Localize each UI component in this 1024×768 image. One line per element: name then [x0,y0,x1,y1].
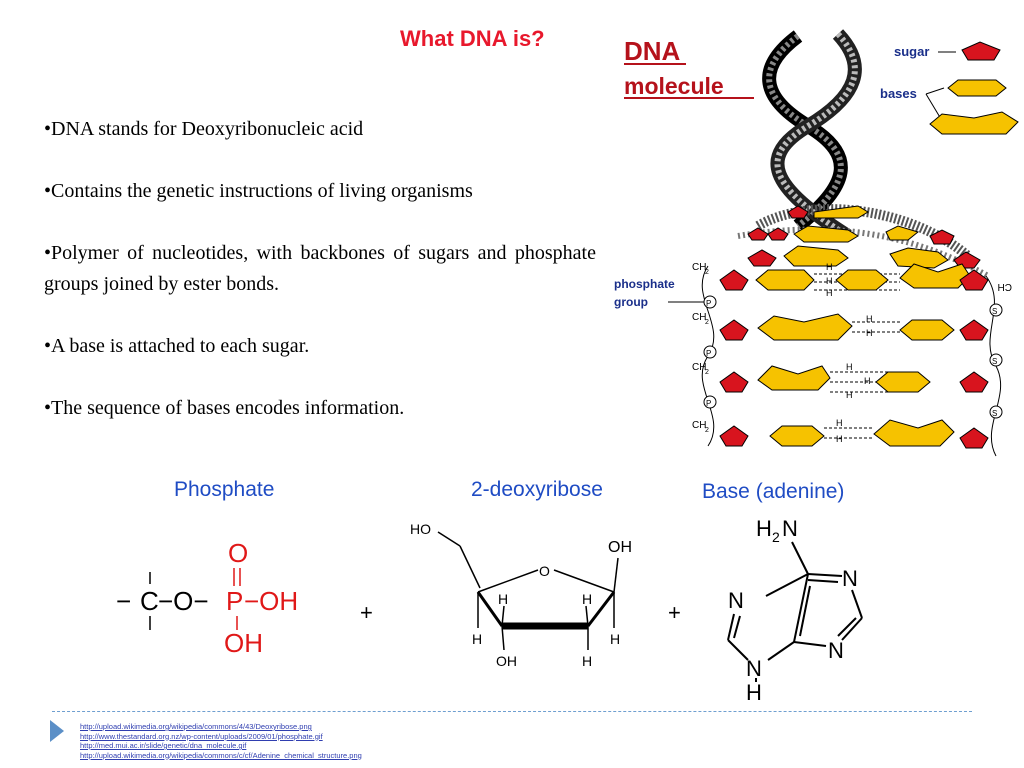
svg-text:2: 2 [772,529,780,545]
svg-text:2: 2 [705,427,709,434]
svg-text:S: S [992,307,997,316]
svg-text:2: 2 [705,369,709,376]
svg-text:H: H [756,516,772,541]
svg-text:O: O [539,563,550,579]
svg-text:C: C [140,586,159,616]
bullet-item: •Polymer of nucleotides, with backbones … [44,242,596,295]
bullet-item: •A base is attached to each sugar. [44,335,310,357]
svg-text:OH: OH [224,628,263,658]
svg-text:P: P [706,399,711,408]
base-pair-row: CH2 H H H P S [692,353,1003,409]
plus-sign: + [668,600,681,625]
svg-text:CH: CH [692,312,706,323]
svg-text:H: H [826,262,833,272]
base-legend-shape-small [947,79,1007,97]
bullet-item: •The sequence of bases encodes informati… [44,397,405,419]
reference-link[interactable]: http://med.mui.ac.ir/slide/genetic/dna_m… [80,741,247,750]
svg-text:P: P [706,349,711,358]
bullet-list: •DNA stands for Deoxyribonucleic acid •C… [44,114,596,455]
svg-text:CH: CH [692,420,706,431]
svg-text:H: H [498,591,508,607]
svg-text:H: H [864,376,871,386]
bullet-item: •DNA stands for Deoxyribonucleic acid [44,118,364,140]
svg-text:N: N [728,588,744,613]
svg-text:H: H [582,591,592,607]
svg-text:H: H [866,314,873,324]
legend-sugar-label: sugar [894,44,929,59]
upper-rungs [747,205,981,269]
svg-text:−: − [116,586,131,616]
svg-text:S: S [992,357,997,366]
svg-text:OH: OH [608,539,632,556]
svg-text:H: H [582,653,592,669]
reference-link[interactable]: http://upload.wikimedia.org/wikipedia/co… [80,722,312,731]
reference-link[interactable]: http://www.thestandard.org.nz/wp-content… [80,731,323,741]
svg-text:H: H [866,328,873,338]
deoxyribose-structure: HO O OH H H OH H H H [410,521,632,669]
svg-text:N: N [746,656,762,681]
phosphate-label: Phosphate [174,478,275,501]
base-pair-row: CH2 H H H P CH [692,262,1012,309]
phosphate-structure: − C −O− O P −OH OH [116,540,298,658]
svg-text:N: N [842,566,858,591]
svg-text:H: H [826,288,833,298]
svg-text:CH: CH [998,281,1012,292]
reference-link[interactable]: http://upload.wikimedia.org/wikipedia/co… [80,750,362,760]
svg-text:O: O [228,540,248,568]
dna-title-line2: molecule [624,73,724,99]
svg-text:H: H [846,362,853,372]
phosphate-label-line2: group [614,295,648,309]
svg-text:P: P [226,586,243,616]
svg-text:H: H [836,434,843,444]
base-pair-row: CH2 H H P S [692,303,1003,359]
bullet-item: •Contains the genetic instructions of li… [44,180,473,202]
svg-text:−OH: −OH [244,586,298,616]
dna-molecule-figure: DNA molecule sugar bases phosphate group [614,29,1019,457]
svg-text:H: H [746,680,762,705]
plus-sign: + [360,600,373,625]
svg-text:P: P [706,299,711,308]
svg-text:H: H [826,276,833,286]
svg-text:H: H [610,631,620,647]
svg-text:H: H [836,418,843,428]
footer-divider [52,711,972,712]
adenine-structure: H 2 N N N N N H [727,516,863,705]
slide-title: What DNA is? [400,26,545,51]
legend-bases-label: bases [880,86,917,101]
deoxyribose-label: 2-deoxyribose [471,478,603,501]
svg-text:H: H [472,631,482,647]
phosphate-label-line1: phosphate [614,277,675,291]
dna-title-line1: DNA [624,36,681,66]
svg-text:H: H [846,390,853,400]
base-adenine-label: Base (adenine) [702,480,845,503]
svg-text:OH: OH [496,653,517,669]
base-pair-row: CH2 H H S [692,405,1003,449]
svg-text:2: 2 [705,319,709,326]
svg-text:2: 2 [705,269,709,276]
svg-text:N: N [828,638,844,663]
reference-links: http://upload.wikimedia.org/wikipedia/co… [80,722,362,760]
svg-text:N: N [782,516,798,541]
svg-text:S: S [992,409,997,418]
svg-text:CH: CH [692,262,706,273]
svg-text:CH: CH [692,362,706,373]
svg-text:HO: HO [410,521,431,537]
base-legend-shape-large [929,111,1019,135]
play-arrow-icon [50,720,64,742]
svg-text:−O−: −O− [158,586,209,616]
sugar-legend-shape [961,41,1001,61]
